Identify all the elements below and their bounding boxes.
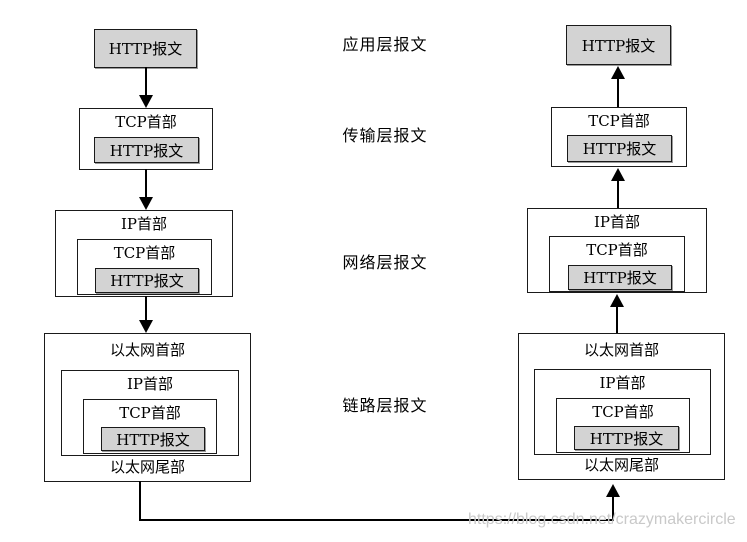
http-message-label: HTTP报文 bbox=[589, 429, 664, 448]
layer-label-network: 网络层报文 bbox=[342, 253, 428, 272]
sender-http-message-box: HTTP报文 bbox=[94, 29, 197, 68]
receiver-network-tcp-box: TCP首部 HTTP报文 bbox=[549, 236, 685, 292]
http-message-label: HTTP报文 bbox=[582, 140, 657, 158]
receiver-transport-http-payload-box: HTTP报文 bbox=[567, 135, 672, 162]
sender-link-tcp-box: TCP首部 HTTP报文 bbox=[83, 399, 217, 454]
layer-label-link: 链路层报文 bbox=[342, 396, 428, 415]
sender-network-packet-box: IP首部 TCP首部 HTTP报文 bbox=[55, 210, 233, 297]
http-message-label: HTTP报文 bbox=[581, 36, 656, 55]
decapsulation-arrow-line bbox=[616, 306, 618, 333]
encapsulation-arrow-line bbox=[145, 67, 147, 96]
sender-transport-http-payload-box: HTTP报文 bbox=[94, 137, 199, 163]
ip-header-label: IP首部 bbox=[120, 215, 168, 233]
ip-header-label: IP首部 bbox=[599, 374, 646, 392]
tcp-header-label: TCP首部 bbox=[113, 244, 176, 262]
ethernet-trailer-label: 以太网尾部 bbox=[583, 456, 659, 474]
tcp-header-label: TCP首部 bbox=[115, 113, 177, 131]
receiver-link-frame-box: 以太网首部 IP首部 TCP首部 HTTP报文 以太网尾部 bbox=[518, 333, 725, 480]
sender-transport-segment-box: TCP首部 HTTP报文 bbox=[79, 108, 213, 170]
transmission-line-down bbox=[139, 481, 141, 521]
receiver-network-http-payload-box: HTTP报文 bbox=[568, 265, 672, 290]
transmission-line-horizontal bbox=[139, 519, 614, 521]
sender-link-frame-box: 以太网首部 IP首部 TCP首部 HTTP报文 以太网尾部 bbox=[44, 333, 251, 482]
ethernet-trailer-label: 以太网尾部 bbox=[109, 458, 185, 476]
arrow-down-icon bbox=[139, 197, 153, 210]
tcp-header-label: TCP首部 bbox=[588, 112, 650, 130]
arrow-up-icon bbox=[610, 294, 624, 307]
transmission-line-up bbox=[612, 496, 614, 520]
layer-label-transport: 传输层报文 bbox=[342, 126, 428, 145]
arrow-down-icon bbox=[139, 320, 153, 333]
receiver-http-message-box: HTTP报文 bbox=[566, 25, 671, 65]
http-message-label: HTTP报文 bbox=[108, 40, 183, 58]
arrow-up-icon bbox=[611, 168, 625, 181]
tcp-header-label: TCP首部 bbox=[586, 241, 648, 259]
http-message-label: HTTP报文 bbox=[116, 430, 190, 449]
layer-label-application: 应用层报文 bbox=[342, 35, 428, 54]
ethernet-header-label: 以太网首部 bbox=[583, 341, 659, 359]
http-message-label: HTTP报文 bbox=[110, 272, 184, 290]
decapsulation-arrow-line bbox=[617, 180, 619, 208]
receiver-transport-segment-box: TCP首部 HTTP报文 bbox=[551, 107, 687, 167]
http-message-label: HTTP报文 bbox=[109, 141, 184, 160]
ip-header-label: IP首部 bbox=[126, 375, 174, 393]
sender-link-http-payload-box: HTTP报文 bbox=[101, 427, 205, 451]
sender-network-http-payload-box: HTTP报文 bbox=[95, 268, 199, 293]
sender-network-tcp-box: TCP首部 HTTP报文 bbox=[77, 239, 212, 295]
receiver-link-ip-box: IP首部 TCP首部 HTTP报文 bbox=[534, 369, 711, 455]
sender-link-ip-box: IP首部 TCP首部 HTTP报文 bbox=[61, 370, 239, 456]
receiver-link-http-payload-box: HTTP报文 bbox=[574, 426, 679, 450]
encapsulation-arrow-line bbox=[145, 169, 147, 198]
ethernet-header-label: 以太网首部 bbox=[109, 341, 185, 359]
arrow-up-icon bbox=[606, 484, 620, 497]
receiver-link-tcp-box: TCP首部 HTTP报文 bbox=[556, 398, 690, 453]
http-message-label: HTTP报文 bbox=[583, 269, 657, 287]
ip-header-label: IP首部 bbox=[593, 213, 641, 231]
tcp-header-label: TCP首部 bbox=[592, 403, 654, 421]
receiver-network-packet-box: IP首部 TCP首部 HTTP报文 bbox=[527, 208, 707, 293]
arrow-down-icon bbox=[139, 95, 153, 108]
decapsulation-arrow-line bbox=[617, 78, 619, 107]
encapsulation-arrow-line bbox=[145, 296, 147, 322]
tcp-header-label: TCP首部 bbox=[119, 404, 181, 422]
watermark-text: https://blog.csdn.net/crazymakercircle bbox=[468, 511, 736, 528]
arrow-up-icon bbox=[611, 66, 625, 79]
